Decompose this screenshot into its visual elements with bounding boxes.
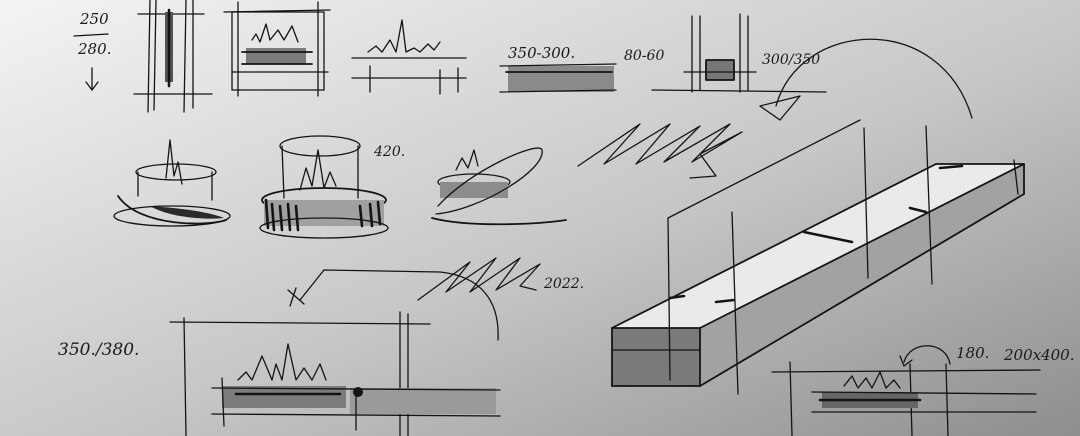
curved-arrow-top	[759, 38, 973, 121]
sketch-section-2	[223, 1, 331, 97]
isometric-beam	[611, 119, 1025, 395]
sketch-elevation-3	[351, 19, 467, 95]
note-year: 2022.	[544, 276, 585, 292]
lamp-sketch-1	[113, 139, 231, 227]
lamp-sketch-3	[431, 147, 567, 226]
note-dim-300-350: 300/350	[762, 52, 821, 68]
note-dim-350-300: 350-300.	[508, 44, 576, 62]
note-dim-180: 180.	[956, 344, 990, 362]
scribble-hatch-2	[417, 257, 541, 301]
note-dim-80-60: 80-60	[624, 48, 665, 64]
sketch-bar-350	[499, 63, 617, 93]
note-dim-350-380: 350./380.	[58, 340, 140, 360]
note-dim-420: 420.	[374, 144, 406, 160]
sketch-detail-bottom-right	[771, 345, 1041, 436]
sketch-section-80-60	[651, 13, 827, 93]
lamp-sketch-2	[259, 135, 389, 239]
sketch-section-1	[133, 0, 213, 113]
scribble-hatch-1	[577, 123, 743, 179]
sketch-elevation-bottom	[169, 311, 501, 436]
note-dim-200x400: 200x400.	[1004, 346, 1075, 364]
note-fraction-bottom: 280.	[78, 40, 112, 58]
note-fraction-top: 250	[80, 10, 109, 28]
fraction-arrow	[73, 33, 109, 91]
